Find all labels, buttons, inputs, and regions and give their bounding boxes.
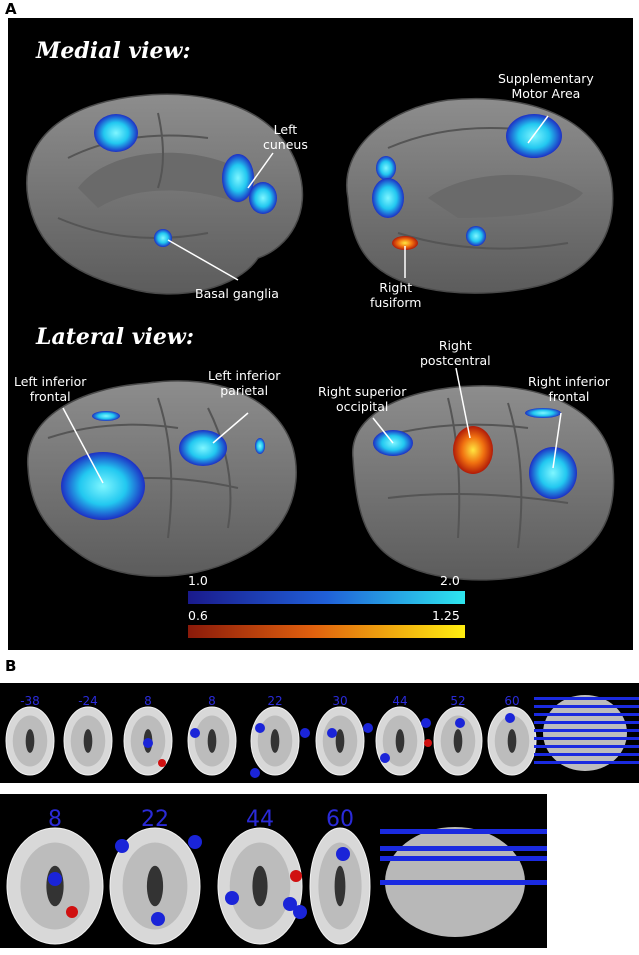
axial-slices-row-1: -38 -24 8 8 22 30 44 52 60 bbox=[5, 694, 639, 778]
activation-blue bbox=[363, 723, 373, 733]
label-left-inferior-frontal: Left inferior frontal bbox=[14, 374, 87, 404]
left-lateral-hemisphere bbox=[27, 380, 297, 577]
axial-slice-r1-7: 52 bbox=[433, 694, 483, 776]
slice-position-line bbox=[534, 745, 639, 748]
slice-number-label: -24 bbox=[78, 694, 98, 708]
slice-position-line bbox=[534, 713, 639, 716]
activation-blue bbox=[505, 713, 515, 723]
label-left-cuneus: Left cuneus bbox=[263, 122, 308, 152]
panel-a-brain-surface: Medial view: Lateral view: Left cuneus S… bbox=[8, 18, 633, 650]
activation-blue bbox=[151, 912, 165, 926]
panel-b-letter: B bbox=[5, 657, 17, 675]
axial-slice-r1-5: 30 bbox=[315, 694, 365, 776]
label-leader-lines bbox=[62, 115, 562, 484]
axial-slice-r1-4: 22 bbox=[250, 694, 300, 776]
colorbar-blue-max: 2.0 bbox=[440, 573, 460, 588]
slice-position-line bbox=[534, 761, 639, 764]
label-supplementary-motor-area: Supplementary Motor Area bbox=[498, 71, 594, 101]
lateral-view-title: Lateral view: bbox=[36, 324, 194, 350]
slice-number-label: -38 bbox=[20, 694, 40, 708]
activation-red bbox=[290, 870, 302, 882]
colorbar-red-max: 1.25 bbox=[432, 608, 460, 623]
axial-slice-r2-3: 60 bbox=[309, 807, 371, 945]
label-left-inferior-parietal: Left inferior parietal bbox=[208, 368, 281, 398]
brain-renders bbox=[26, 93, 615, 638]
activation-blue bbox=[225, 891, 239, 905]
slice-position-line bbox=[380, 829, 547, 834]
slice-position-line bbox=[534, 721, 639, 724]
slice-position-line bbox=[380, 880, 547, 885]
panel-a-letter: A bbox=[5, 0, 17, 18]
panel-b-axial-row-1: -38 -24 8 8 22 30 44 52 60 bbox=[0, 683, 639, 783]
slice-position-line bbox=[534, 705, 639, 708]
slice-position-line bbox=[534, 737, 639, 740]
slice-number-label: 8 bbox=[208, 694, 216, 708]
label-basal-ganglia: Basal ganglia bbox=[195, 286, 279, 301]
activation-blue bbox=[300, 728, 310, 738]
axial-slice-r1-3: 8 bbox=[187, 694, 237, 776]
activation-blue bbox=[283, 897, 297, 911]
activation-blue bbox=[190, 728, 200, 738]
slice-number-label: 44 bbox=[246, 807, 274, 832]
activation-red bbox=[158, 759, 166, 767]
axial-slice-r2-1: 22 bbox=[109, 807, 201, 945]
axial-slice-r2-2: 44 bbox=[217, 807, 303, 945]
left-medial-hemisphere bbox=[26, 93, 304, 295]
axial-slice-r1-8: 60 bbox=[487, 694, 537, 776]
activation-blue bbox=[143, 738, 153, 748]
slice-number-label: 22 bbox=[141, 807, 169, 832]
axial-slice-r1-1: -24 bbox=[63, 694, 113, 776]
slice-position-line bbox=[534, 729, 639, 732]
colorbar-blue-min: 1.0 bbox=[188, 573, 208, 588]
label-right-fusiform: Right fusiform bbox=[370, 280, 422, 310]
right-medial-hemisphere bbox=[346, 97, 614, 294]
slice-number-label: 22 bbox=[267, 694, 282, 708]
activation-blue bbox=[421, 718, 431, 728]
slice-position-line bbox=[380, 856, 547, 861]
activation-blue bbox=[327, 728, 337, 738]
colorbar-red-min: 0.6 bbox=[188, 608, 208, 623]
slice-number-label: 30 bbox=[332, 694, 347, 708]
label-right-superior-occipital: Right superior occipital bbox=[318, 384, 407, 414]
slice-position-line bbox=[534, 753, 639, 756]
slice-number-label: 44 bbox=[392, 694, 407, 708]
slice-number-label: 60 bbox=[326, 807, 354, 832]
activation-blue bbox=[115, 839, 129, 853]
activation-blue bbox=[380, 753, 390, 763]
activation-blue bbox=[48, 872, 62, 886]
axial-slice-r1-6: 44 bbox=[375, 694, 425, 776]
activation-red bbox=[66, 906, 78, 918]
activation-blue bbox=[336, 847, 350, 861]
colorbar-blue bbox=[188, 591, 465, 604]
axial-slices-row-2: 8 22 44 60 bbox=[6, 807, 547, 945]
slice-number-label: 52 bbox=[450, 694, 465, 708]
label-right-inferior-frontal: Right inferior frontal bbox=[528, 374, 610, 404]
activation-blue bbox=[188, 835, 202, 849]
activation-blue bbox=[455, 718, 465, 728]
activation-blue bbox=[293, 905, 307, 919]
medial-view-title: Medial view: bbox=[36, 38, 191, 64]
right-lateral-hemisphere bbox=[352, 385, 615, 581]
panel-b-axial-row-2: 8 22 44 60 bbox=[0, 794, 547, 948]
slice-number-label: 8 bbox=[48, 807, 62, 832]
slice-number-label: 60 bbox=[504, 694, 519, 708]
slice-position-line bbox=[380, 846, 547, 851]
colorbar-red bbox=[188, 625, 465, 638]
slice-number-label: 8 bbox=[144, 694, 152, 708]
activation-blue bbox=[255, 723, 265, 733]
activation-red bbox=[424, 739, 432, 747]
label-right-postcentral: Right postcentral bbox=[420, 338, 491, 368]
slice-position-line bbox=[534, 697, 639, 700]
axial-slice-r1-0: -38 bbox=[5, 694, 55, 776]
activation-blue bbox=[250, 768, 260, 778]
